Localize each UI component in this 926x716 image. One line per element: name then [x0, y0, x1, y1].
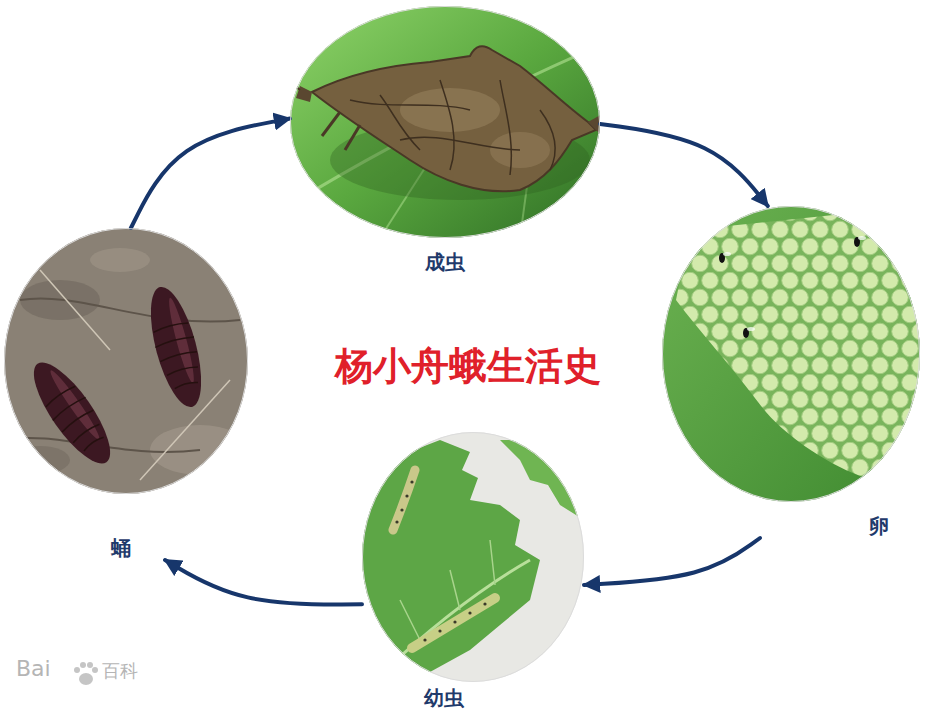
- stage-label: 蛹: [111, 536, 131, 560]
- photo-outline: [662, 206, 920, 502]
- life-stage-photo: 成虫: [290, 6, 600, 274]
- adult-photo: [288, 6, 602, 238]
- photo-outline: [4, 228, 248, 494]
- photo-oval: [663, 207, 920, 502]
- life-stage-photo: 幼虫: [362, 432, 584, 710]
- photo-oval: [5, 229, 248, 494]
- watermark-paw: [74, 662, 98, 685]
- photo-outline: [362, 432, 584, 682]
- cycle-arrow: [131, 119, 290, 228]
- photo-oval: [291, 7, 600, 238]
- stage-label: 幼虫: [424, 686, 464, 710]
- photo-oval: [363, 433, 584, 682]
- pupa-photo: [4, 228, 250, 494]
- photo-outline: [290, 6, 600, 238]
- diagram-title: 杨小舟蛾生活史: [335, 344, 601, 390]
- watermark-text: Bai: [16, 656, 51, 682]
- watermark-text: 百科: [102, 660, 138, 682]
- stage-label: 卵: [869, 514, 889, 538]
- cycle-arrow: [165, 560, 362, 604]
- larva-photo: [362, 432, 584, 682]
- life-stage-photo: 蛹: [4, 228, 248, 560]
- cycle-arrow: [584, 538, 760, 585]
- egg-photo: [662, 206, 920, 502]
- life-stage-photo: 卵: [662, 206, 920, 538]
- stage-label: 成虫: [425, 250, 465, 274]
- cycle-arrow: [600, 124, 768, 206]
